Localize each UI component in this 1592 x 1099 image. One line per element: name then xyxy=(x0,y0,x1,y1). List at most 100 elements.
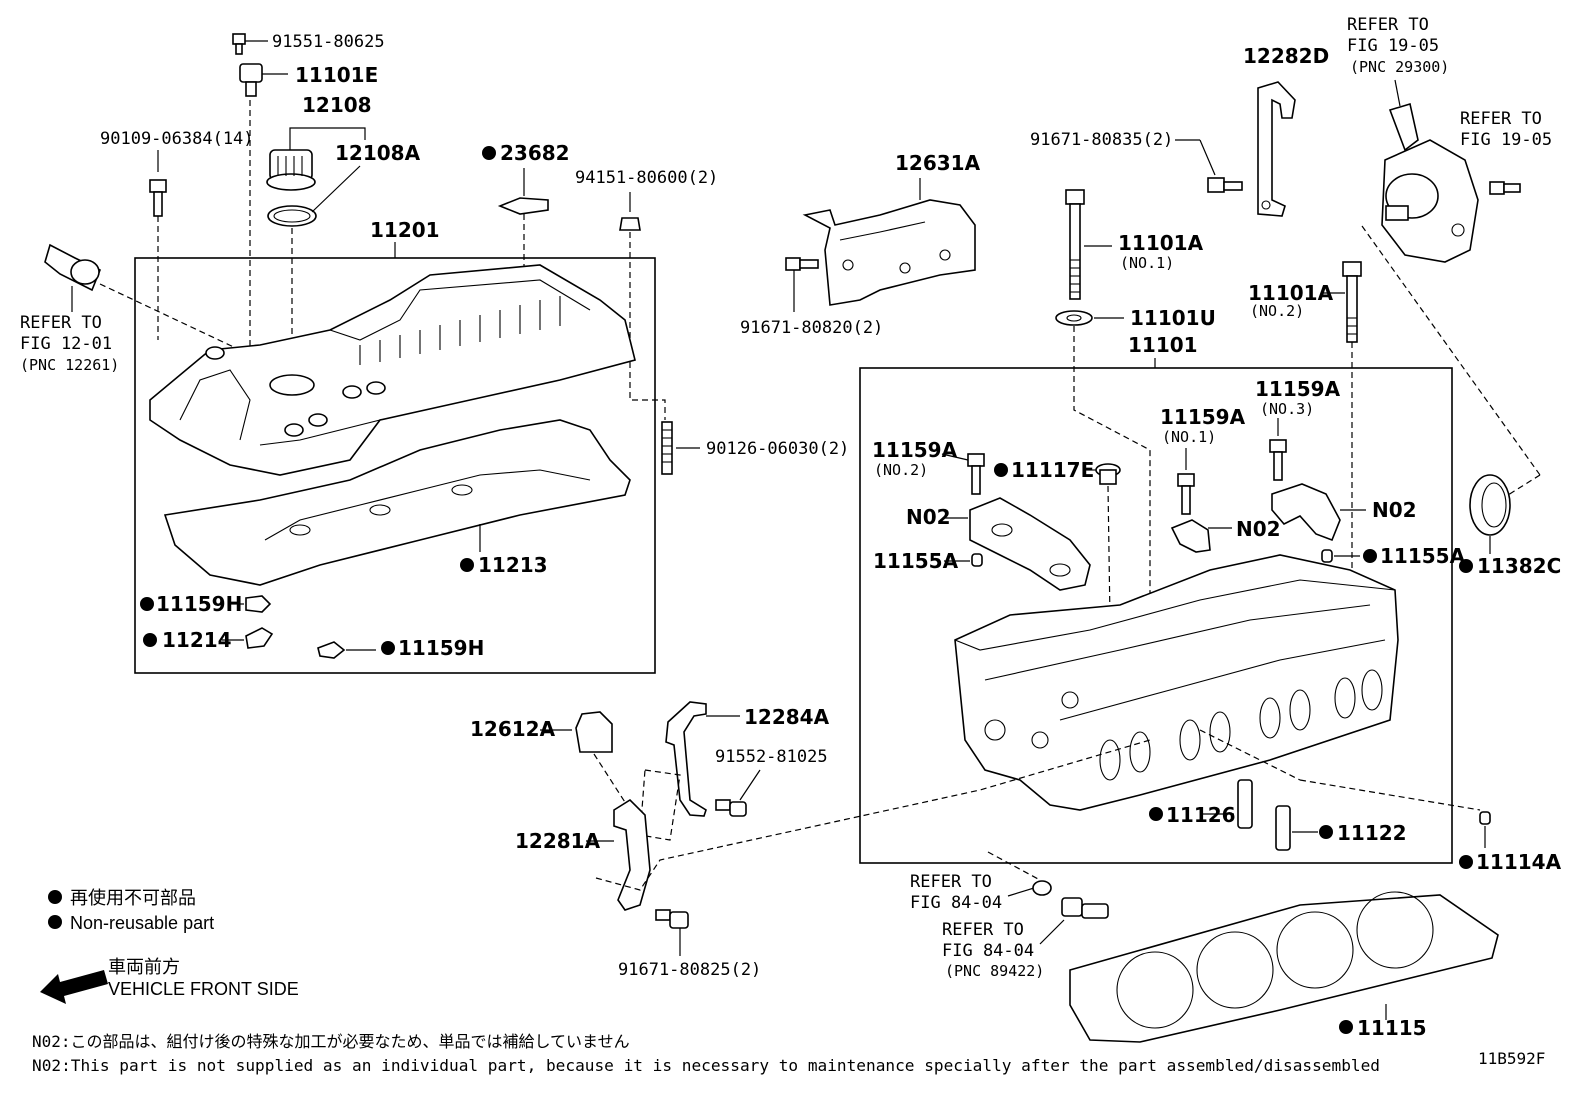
legend-front-jp: 車両前方 xyxy=(108,957,180,977)
cylinder-head-group-box xyxy=(859,367,1453,864)
temp-sensor-pnc-89422 xyxy=(1061,897,1109,919)
legend-dot-en xyxy=(48,915,62,929)
label-11101E: 11101E xyxy=(295,63,378,87)
non-reusable-dot xyxy=(140,597,154,611)
bolt-pump xyxy=(1489,181,1521,195)
label-23682: 23682 xyxy=(500,141,570,165)
bolt-11159A-no1 xyxy=(1177,473,1195,515)
guide-11122 xyxy=(1275,805,1291,851)
label-11126: 11126 xyxy=(1166,803,1236,827)
figure-id: 11B592F xyxy=(1478,1049,1545,1068)
sensor-11101E xyxy=(239,63,263,97)
vacuum-pump-pnc-29300 xyxy=(1381,102,1479,263)
label-refer-19-05-b: REFER TO xyxy=(1460,109,1542,129)
label-11214: 11214 xyxy=(162,628,232,652)
dowel-11155A-b xyxy=(1321,549,1333,563)
guide-11126 xyxy=(1237,779,1253,829)
bracket-12631A xyxy=(802,199,976,306)
gasket-11214 xyxy=(245,627,274,649)
note-n02-jp: N02:この部品は、組付け後の特殊な加工が必要なため、単品では補給していません xyxy=(32,1032,630,1051)
hose-pnc-12261 xyxy=(44,243,102,292)
label-11122: 11122 xyxy=(1337,821,1407,845)
label-11159H-b: 11159H xyxy=(398,636,484,660)
label-94151-80600: 94151-80600(2) xyxy=(575,168,718,188)
label-refer-fig-12-01: FIG 12-01 xyxy=(20,334,112,354)
label-11101: 11101 xyxy=(1128,333,1198,357)
label-n02-a: N02 xyxy=(906,505,951,529)
non-reusable-dot xyxy=(1319,825,1333,839)
label-11159H-a: 11159H xyxy=(156,592,242,616)
label-11101U: 11101U xyxy=(1130,306,1216,330)
bolt-91552-81025 xyxy=(715,799,747,817)
label-refer-fig-84-04-b: FIG 84-04 xyxy=(942,941,1034,961)
label-12631A: 12631A xyxy=(895,151,981,175)
non-reusable-dot xyxy=(381,641,395,655)
label-n02-c: N02 xyxy=(1372,498,1417,522)
bolt-91671-80825 xyxy=(655,909,689,929)
head-gasket-11115 xyxy=(1069,891,1499,1043)
non-reusable-dot xyxy=(482,146,496,160)
label-12108A: 12108A xyxy=(335,141,421,165)
label-91671-80825: 91671-80825(2) xyxy=(618,960,761,980)
label-refer-12-01: REFER TO xyxy=(20,313,102,333)
label-11115: 11115 xyxy=(1357,1016,1427,1040)
legend-dot-jp xyxy=(48,890,62,904)
non-reusable-dot xyxy=(1459,855,1473,869)
nut-94151-80600 xyxy=(619,217,641,231)
label-91671-80820: 91671-80820(2) xyxy=(740,318,883,338)
label-refer-84-04-a: REFER TO xyxy=(910,872,992,892)
label-11201: 11201 xyxy=(370,218,440,242)
label-11159A-no1: 11159A xyxy=(1160,405,1246,429)
non-reusable-dot xyxy=(994,463,1008,477)
label-90109-06384: 90109-06384(14) xyxy=(100,129,254,149)
cylinder-head-cover-11201 xyxy=(149,264,636,476)
label-11155A-b: 11155A xyxy=(1380,544,1466,568)
legend-non-reusable-en: Non-reusable part xyxy=(70,913,214,933)
bracket-12281A xyxy=(613,798,651,911)
bolt-11159A-no2 xyxy=(967,453,985,495)
label-refer-fig-19-05-a: FIG 19-05 xyxy=(1347,36,1439,56)
label-11101A-no1: 11101A xyxy=(1118,231,1204,255)
head-cover-gasket-11213 xyxy=(163,419,631,586)
label-12284A: 12284A xyxy=(744,705,830,729)
label-12108: 12108 xyxy=(302,93,372,117)
label-11117E: 11117E xyxy=(1011,458,1094,482)
label-11159A-no1-sub: (NO.1) xyxy=(1162,428,1216,446)
non-reusable-dot xyxy=(1363,549,1377,563)
plug-11117E xyxy=(1095,463,1121,485)
label-refer-pnc-29300: (PNC 29300) xyxy=(1350,58,1449,76)
label-11159A-no2-sub: (NO.2) xyxy=(874,461,928,479)
label-91552-81025: 91552-81025 xyxy=(715,747,828,767)
washer-84-04 xyxy=(1032,880,1052,896)
label-refer-pnc-12261: (PNC 12261) xyxy=(20,356,119,374)
front-arrow-icon xyxy=(40,970,108,1004)
label-12612A: 12612A xyxy=(470,717,556,741)
legend-front-en: VEHICLE FRONT SIDE xyxy=(108,979,299,999)
bolt-91671-80820 xyxy=(785,257,819,271)
label-11101A-no2-sub: (NO.2) xyxy=(1250,302,1304,320)
washer-11101U xyxy=(1055,310,1093,326)
label-11101A-no1-sub: (NO.1) xyxy=(1120,254,1174,272)
label-refer-pnc-89422: (PNC 89422) xyxy=(945,962,1044,980)
label-refer-19-05-a: REFER TO xyxy=(1347,15,1429,35)
label-11159A-no3-sub: (NO.3) xyxy=(1260,400,1314,418)
hook-12282D xyxy=(1257,81,1296,217)
label-n02-b: N02 xyxy=(1236,517,1281,541)
camshaft-cap-n02-a xyxy=(969,497,1091,591)
label-11159A-no3: 11159A xyxy=(1255,377,1341,401)
non-reusable-dot xyxy=(1459,559,1473,573)
bolt-11159A-no3 xyxy=(1269,439,1287,481)
head-bolt-11101A-no2 xyxy=(1342,261,1362,343)
stud-90126-06030 xyxy=(661,421,673,475)
label-11114A: 11114A xyxy=(1476,850,1562,874)
gasket-11159H-a xyxy=(245,595,272,613)
legend-non-reusable-jp: 再使用不可部品 xyxy=(70,888,196,908)
dowel-11155A-a xyxy=(971,553,983,567)
label-91551-80625: 91551-80625 xyxy=(272,32,385,52)
label-refer-84-04-b: REFER TO xyxy=(942,920,1024,940)
label-91671-80835: 91671-80835(2) xyxy=(1030,130,1173,150)
non-reusable-dot xyxy=(460,558,474,572)
gasket-23682 xyxy=(497,197,549,215)
camshaft-cap-n02-b xyxy=(1170,519,1211,553)
camshaft-cap-n02-c xyxy=(1271,483,1341,542)
